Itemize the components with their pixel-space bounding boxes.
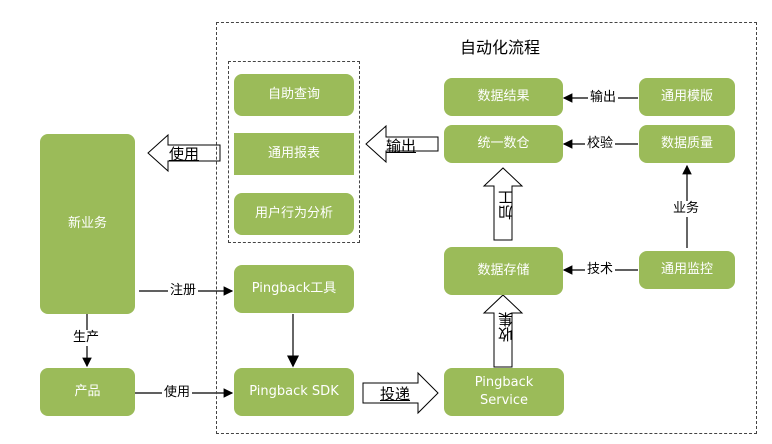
node-pingback-sdk[interactable]: Pingback SDK [234,368,354,416]
label-tech: 技术 [585,262,616,278]
node-general-monitor[interactable]: 通用监控 [639,251,735,289]
node-self-query[interactable]: 自助查询 [234,74,354,116]
label-register: 注册 [168,283,199,299]
node-pingback-service[interactable]: Pingback Service [444,368,564,416]
automation-title: 自动化流程 [460,38,541,57]
big-arrow-collect [482,294,524,368]
node-data-quality[interactable]: 数据质量 [639,125,735,163]
big-arrow-use [147,133,221,173]
node-general-template[interactable]: 通用模版 [639,78,735,116]
node-unified-warehouse[interactable]: 统一数仓 [444,125,563,163]
node-data-result[interactable]: 数据结果 [444,78,563,116]
node-user-behavior[interactable]: 用户行为分析 [234,193,354,235]
automation-frame [216,22,757,434]
node-product[interactable]: 产品 [40,368,135,416]
label-deliver: 投递 [380,385,411,403]
big-arrow-deliver [362,371,439,415]
label-output-top: 输出 [588,90,619,106]
node-data-storage[interactable]: 数据存储 [444,247,563,295]
label-validate: 校验 [585,136,616,152]
label-produce: 生产 [71,330,102,346]
big-arrow-output [365,124,439,164]
node-general-report[interactable]: 通用报表 [234,133,354,175]
label-use-left: 使用 [169,145,200,163]
label-use-bottom: 使用 [162,385,193,401]
output-group-frame [228,61,360,243]
big-arrow-process [482,167,524,241]
node-new-business[interactable]: 新业务 [40,134,135,314]
node-pingback-tool[interactable]: Pingback工具 [234,265,354,313]
label-output-left: 输出 [386,137,417,155]
label-process: 加工 [497,190,515,220]
label-collect: 收集 [497,312,515,342]
label-business: 业务 [671,201,702,217]
